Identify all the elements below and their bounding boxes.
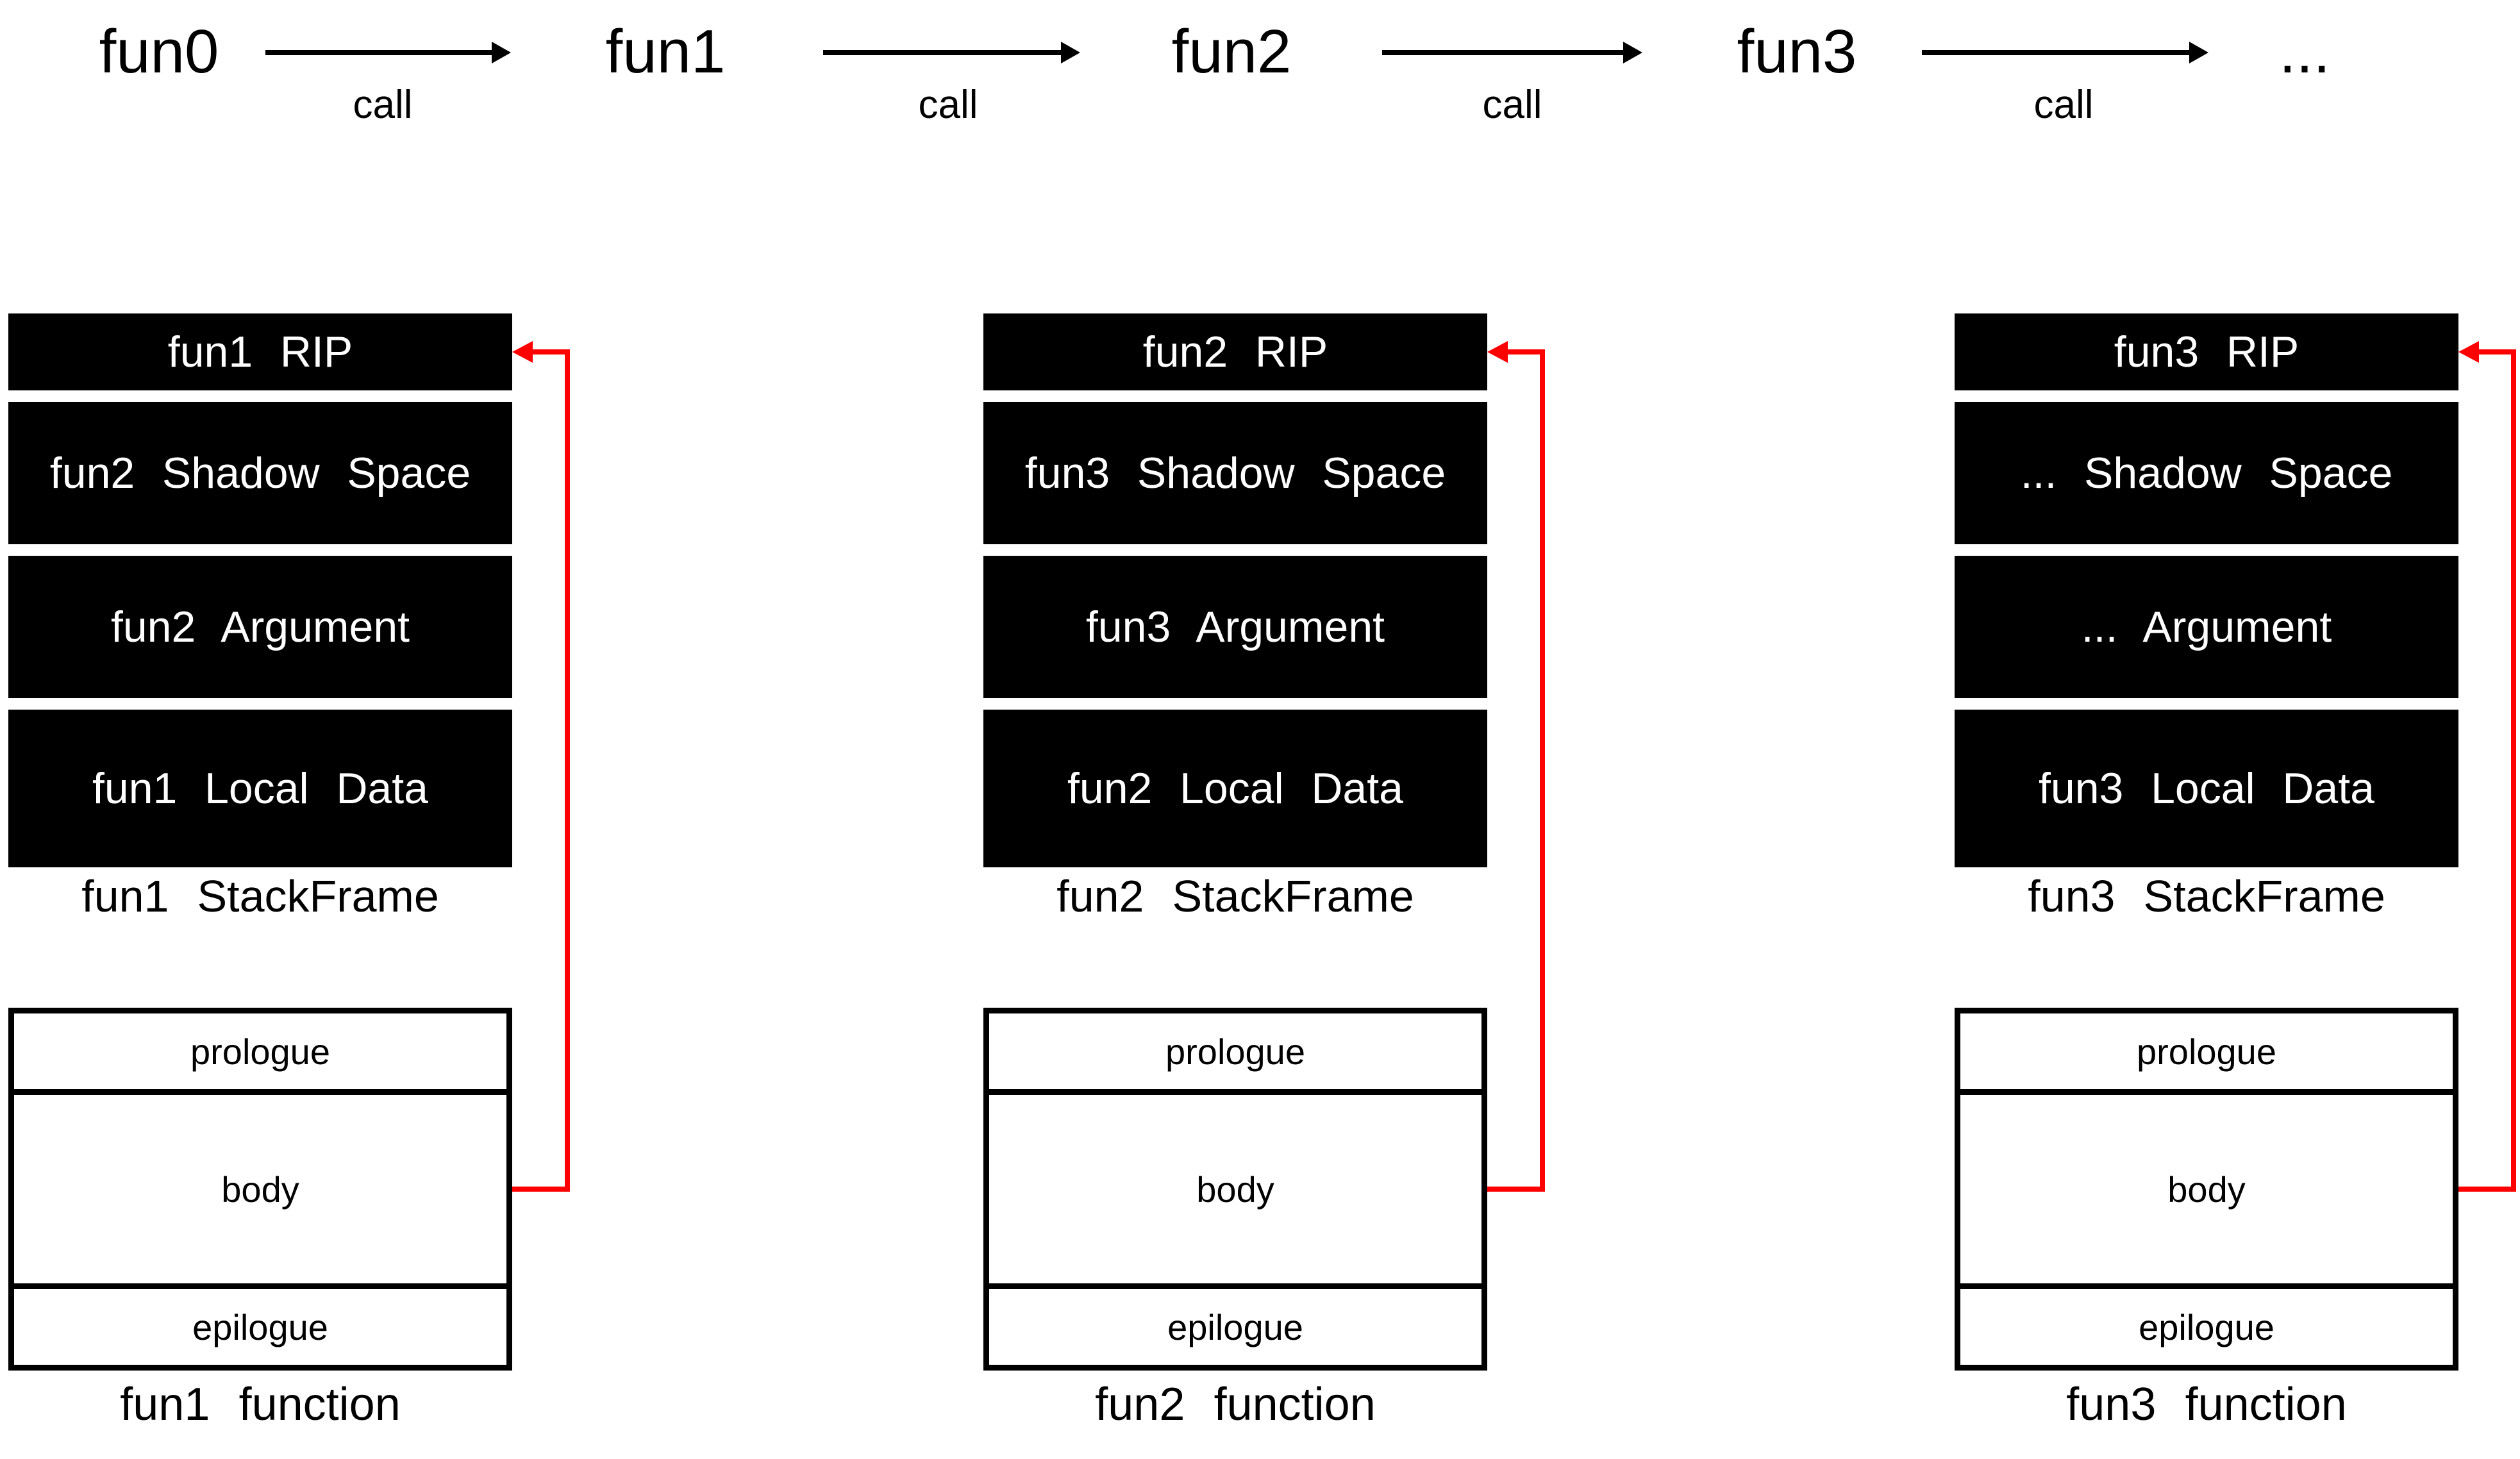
return-arrow-head-icon — [1487, 341, 1508, 363]
stack-cell-label: fun3 RIP — [2114, 328, 2299, 376]
function-section-body: body — [989, 1089, 1481, 1289]
stack-cell-rip: fun3 RIP — [1955, 313, 2458, 390]
section-label: prologue — [2137, 1031, 2276, 1072]
return-arrow-line — [512, 1187, 570, 1192]
section-label: epilogue — [2139, 1306, 2274, 1347]
stack-cell-local-data: fun1 Local Data — [8, 710, 512, 867]
column-fun1: fun1 RIP fun2 Shadow Space fun2 Argument… — [8, 0, 585, 1459]
call-label: call — [918, 83, 978, 127]
call-arrow-icon — [823, 42, 1080, 63]
function-section-prologue: prologue — [989, 1013, 1481, 1089]
stack-cell-shadow-space: ... Shadow Space — [1955, 402, 2458, 544]
section-label: epilogue — [1167, 1306, 1303, 1347]
arrow-head-icon — [1061, 42, 1080, 63]
column-fun3: fun3 RIP ... Shadow Space ... Argument f… — [1955, 0, 2520, 1459]
stack-cell-rip: fun2 RIP — [983, 313, 1487, 390]
stack-cell-label: fun1 RIP — [167, 328, 353, 376]
return-arrow-line — [1505, 349, 1545, 354]
function-box: prologue body epilogue — [983, 1008, 1487, 1371]
section-label: prologue — [190, 1031, 330, 1072]
function-section-prologue: prologue — [14, 1013, 506, 1089]
stack-cell-local-data: fun3 Local Data — [1955, 710, 2458, 867]
function-section-epilogue: epilogue — [14, 1289, 506, 1365]
stack-cell-shadow-space: fun2 Shadow Space — [8, 402, 512, 544]
function-section-epilogue: epilogue — [1960, 1289, 2453, 1365]
stack-cell-shadow-space: fun3 Shadow Space — [983, 402, 1487, 544]
stackframe-label: fun1 StackFrame — [81, 871, 439, 921]
section-label: prologue — [1165, 1031, 1305, 1072]
stack-cell-argument: fun2 Argument — [8, 556, 512, 698]
section-label: body — [2167, 1169, 2246, 1210]
call-arrow-icon — [1382, 42, 1642, 63]
function-section-body: body — [14, 1089, 506, 1289]
call-arrow-icon — [1922, 42, 2208, 63]
return-arrow-head-icon — [512, 341, 533, 363]
stack-cell-label: ... Shadow Space — [2020, 449, 2393, 497]
section-label: body — [221, 1169, 299, 1210]
stack-cell-label: fun3 Argument — [1085, 603, 1385, 651]
return-arrow-line — [2476, 349, 2516, 354]
arrow-head-icon — [1623, 42, 1642, 63]
stack-cell-argument: fun3 Argument — [983, 556, 1487, 698]
section-label: body — [1196, 1169, 1274, 1210]
function-section-prologue: prologue — [1960, 1013, 2453, 1089]
arrow-line — [1382, 50, 1624, 55]
chain-node-fun2: fun2 — [1171, 17, 1292, 86]
chain-node-fun0: fun0 — [99, 17, 219, 86]
stack-cell-label: fun3 Shadow Space — [1024, 449, 1446, 497]
function-label: fun2 function — [1095, 1379, 1376, 1430]
stackframe-label: fun2 StackFrame — [1056, 871, 1414, 921]
return-arrow-line — [1487, 1187, 1545, 1192]
call-label: call — [353, 83, 413, 127]
return-arrow-line — [2458, 1187, 2516, 1192]
function-box: prologue body epilogue — [8, 1008, 512, 1371]
return-arrow-line — [565, 349, 570, 1192]
stack-cell-argument: ... Argument — [1955, 556, 2458, 698]
arrow-line — [265, 50, 493, 55]
function-label: fun3 function — [2066, 1379, 2347, 1430]
column-fun2: fun2 RIP fun3 Shadow Space fun3 Argument… — [983, 0, 1560, 1459]
return-arrow-head-icon — [2458, 341, 2479, 363]
arrow-head-icon — [492, 42, 511, 63]
chain-node-fun3: fun3 — [1737, 17, 1857, 86]
return-arrow-line — [530, 349, 570, 354]
stack-cell-label: ... Argument — [2081, 603, 2332, 651]
stack-cell-local-data: fun2 Local Data — [983, 710, 1487, 867]
stack-cell-label: fun2 Shadow Space — [49, 449, 471, 497]
stack-cell-label: fun3 Local Data — [2039, 764, 2374, 813]
arrow-line — [823, 50, 1062, 55]
stack-cell-label: fun2 Local Data — [1067, 764, 1403, 813]
stack-cell-label: fun1 Local Data — [92, 764, 428, 813]
arrow-head-icon — [2189, 42, 2208, 63]
stack-cell-rip: fun1 RIP — [8, 313, 512, 390]
return-arrow-line — [2511, 349, 2516, 1192]
function-label: fun1 function — [120, 1379, 401, 1430]
arrow-line — [1922, 50, 2190, 55]
stack-cell-label: fun2 Argument — [110, 603, 410, 651]
call-arrow-icon — [265, 42, 511, 63]
stackframe-label: fun3 StackFrame — [2028, 871, 2385, 921]
chain-node-ellipsis: ... — [2278, 17, 2331, 86]
function-section-epilogue: epilogue — [989, 1289, 1481, 1365]
call-label: call — [2033, 83, 2094, 127]
section-label: epilogue — [192, 1306, 328, 1347]
return-arrow-line — [1540, 349, 1545, 1192]
chain-node-fun1: fun1 — [605, 17, 726, 86]
stack-cell-label: fun2 RIP — [1142, 328, 1328, 376]
call-label: call — [1482, 83, 1542, 127]
function-box: prologue body epilogue — [1955, 1008, 2458, 1371]
function-section-body: body — [1960, 1089, 2453, 1289]
